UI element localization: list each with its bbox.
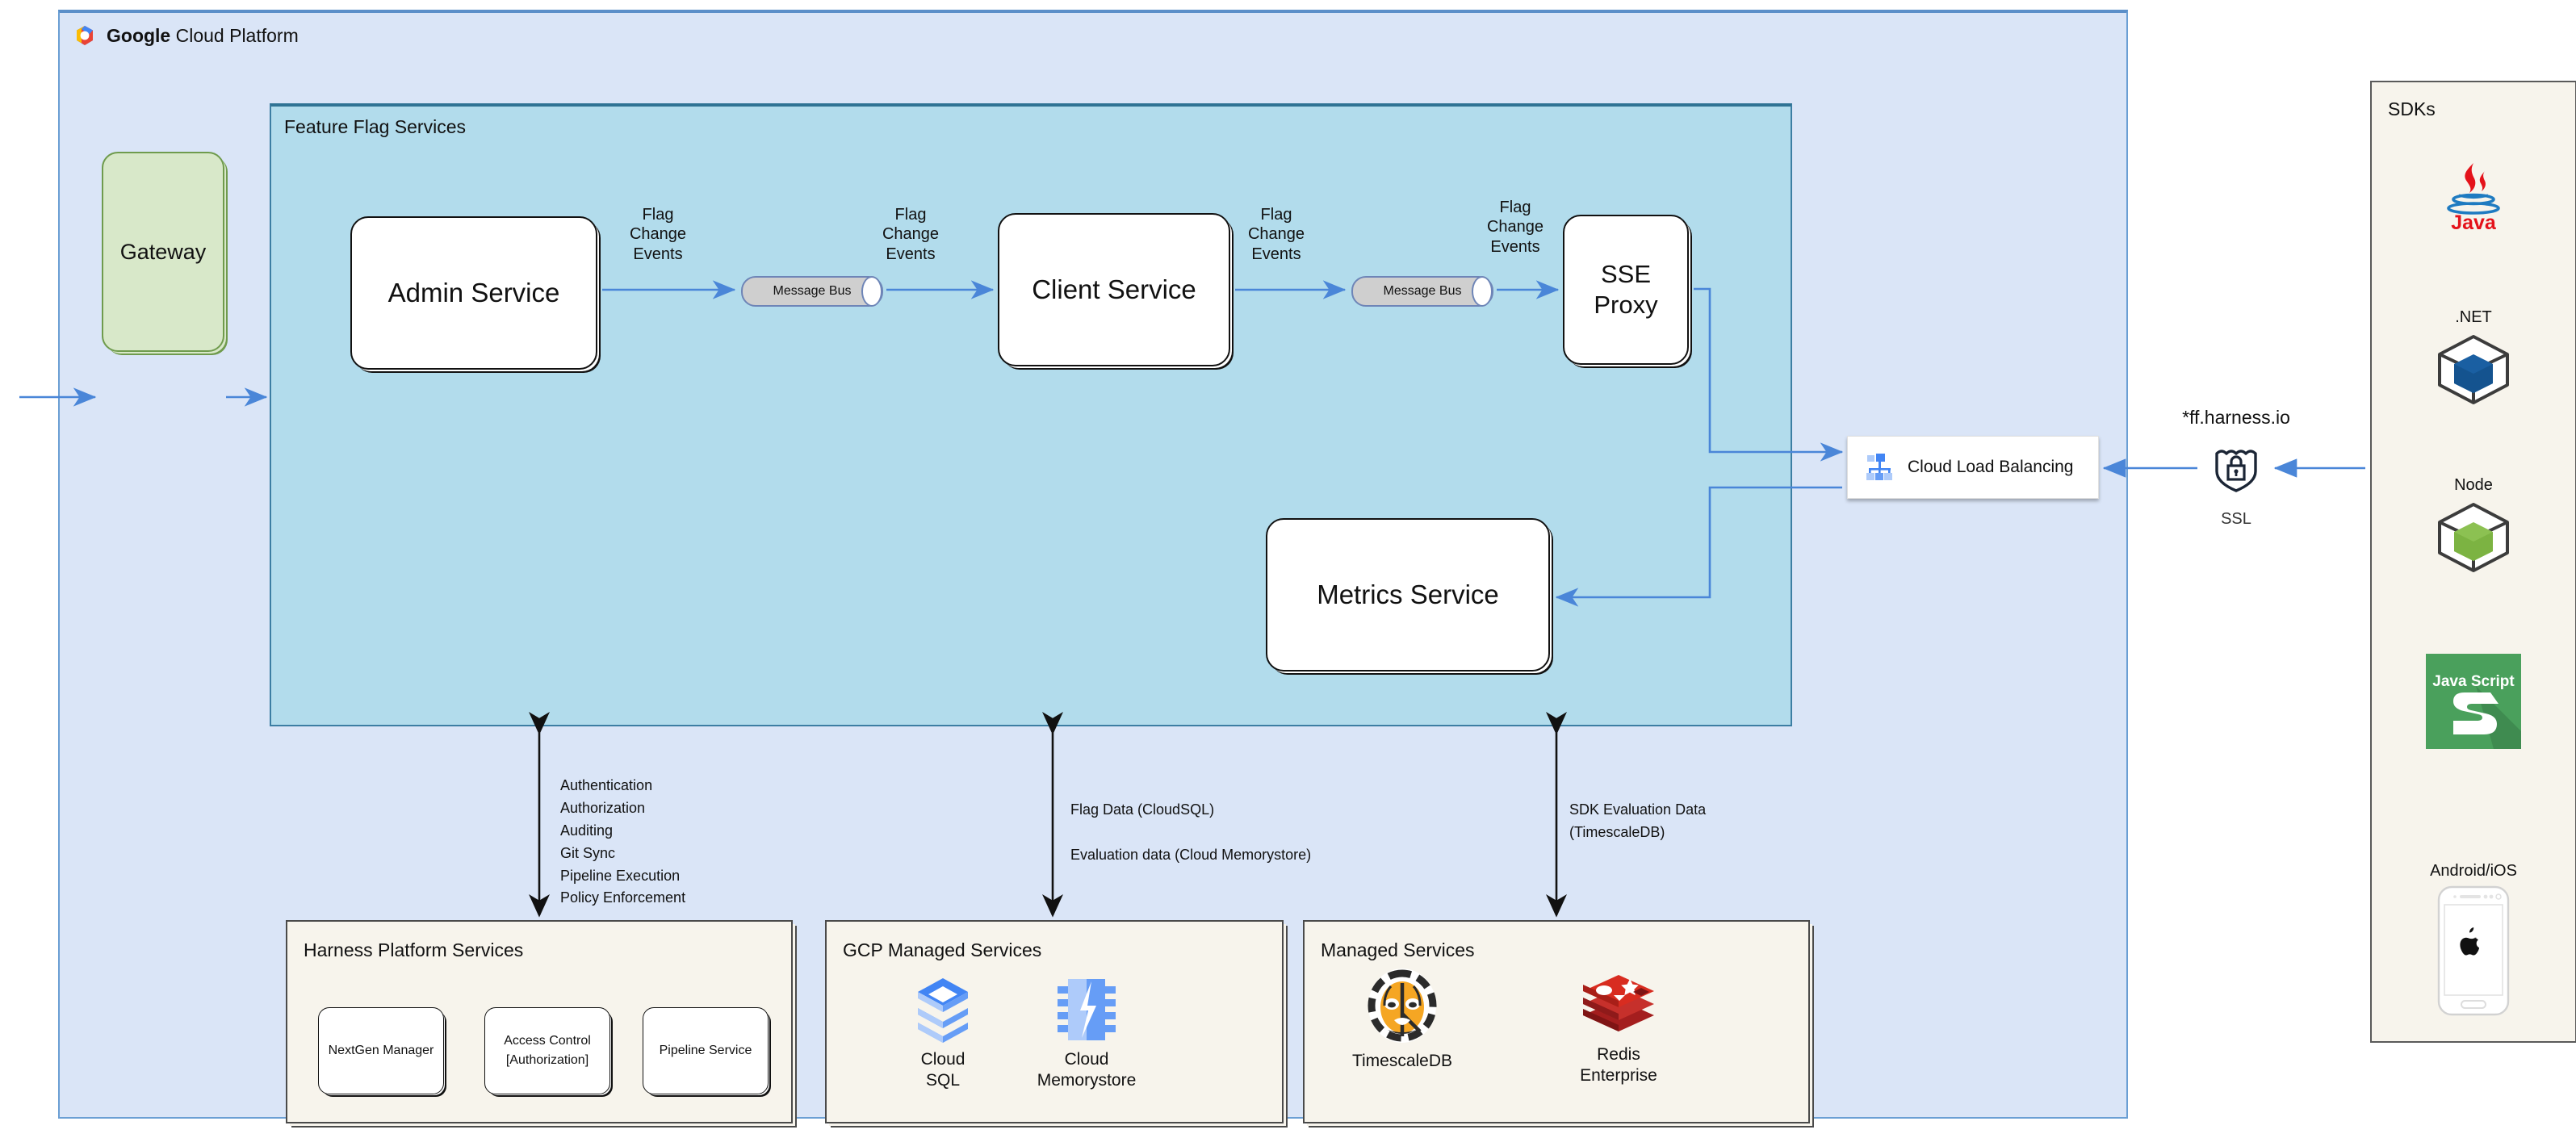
sse-proxy-label: SSE Proxy — [1594, 260, 1658, 319]
gcp-panel-header: Google Cloud Platform — [73, 19, 412, 52]
ssl-label: SSL — [2221, 510, 2251, 528]
timescaledb-tile[interactable]: TimescaleDB — [1334, 967, 1471, 1072]
timescaledb-label: TimescaleDB — [1351, 1052, 1453, 1070]
node-sdk-tile[interactable]: Node — [2370, 476, 2576, 574]
edge-label-client-to-bus2: Flag Change Events — [1247, 206, 1305, 263]
gcp-managed-services-box — [825, 920, 1284, 1123]
ff-domain-label: *ff.harness.io — [2182, 407, 2290, 428]
edge-label-bus2-to-sse: Flag Change Events — [1486, 199, 1544, 256]
metrics-service-label: Metrics Service — [1317, 579, 1499, 609]
admin-service-label: Admin Service — [387, 277, 560, 308]
message-bus-2-label: Message Bus — [1383, 284, 1462, 298]
feature-flag-services-title: Feature Flag Services — [284, 116, 466, 137]
message-bus-1-node[interactable]: Message Bus — [741, 276, 883, 307]
edge-label-admin-to-bus1: Flag Change Events — [629, 206, 687, 263]
javascript-sdk-tile[interactable]: Java Script — [2370, 654, 2576, 757]
cylinder-cap-icon — [1472, 276, 1493, 307]
google-cloud-logo-icon — [77, 26, 93, 45]
svg-text:Java: Java — [2451, 211, 2497, 234]
nextgen-manager-label: NextGen Manager — [328, 1044, 434, 1057]
ssl-shield-lock-icon — [2215, 450, 2257, 492]
cloud-memorystore-label: Cloud Memorystore — [1037, 1050, 1137, 1090]
dotnet-sdk-tile[interactable]: .NET — [2370, 308, 2576, 406]
redis-enterprise-label: Redis Enterprise — [1580, 1045, 1657, 1086]
pipeline-service-node[interactable]: Pipeline Service — [643, 1007, 769, 1094]
cloud-memorystore-icon — [1058, 979, 1116, 1040]
node-cube-icon — [2438, 503, 2509, 572]
message-bus-1-label: Message Bus — [773, 284, 852, 298]
redis-enterprise-tile[interactable]: Redis Enterprise — [1558, 969, 1679, 1087]
managed-services-title: Managed Services — [1321, 939, 1475, 960]
cloud-load-balancing-label: Cloud Load Balancing — [1908, 458, 2074, 476]
gateway-label: Gateway — [119, 239, 207, 264]
harness-platform-annotation: Authentication Authorization Auditing Gi… — [560, 777, 686, 906]
cloud-sql-label: Cloud SQL — [920, 1050, 965, 1090]
gcp-title-brand: Google — [107, 24, 171, 46]
gcp-managed-services-title: GCP Managed Services — [843, 939, 1042, 960]
redis-icon — [1583, 975, 1654, 1031]
dotnet-sdk-label: .NET — [2455, 308, 2492, 326]
node-sdk-label: Node — [2454, 476, 2493, 494]
svg-text:Java Script: Java Script — [2432, 673, 2515, 690]
gcp-title-rest: Cloud Platform — [170, 24, 299, 46]
cloud-load-balancing-node[interactable]: Cloud Load Balancing — [1847, 436, 2099, 499]
gcp-data-annotation: Flag Data (CloudSQL) Evaluation data (Cl… — [1070, 801, 1312, 863]
nextgen-manager-node[interactable]: NextGen Manager — [318, 1007, 444, 1094]
sdks-title: SDKs — [2388, 98, 2436, 119]
java-logo-icon: Java — [2447, 163, 2500, 234]
cloud-memorystore-tile[interactable]: Cloud Memorystore — [1030, 975, 1143, 1092]
timescaledb-tiger-icon — [1368, 969, 1437, 1043]
message-bus-2-node[interactable]: Message Bus — [1351, 276, 1493, 307]
cloud-sql-tile[interactable]: Cloud SQL — [896, 975, 990, 1092]
client-service-node[interactable]: Client Service — [998, 213, 1230, 366]
mobile-sdk-label: Android/iOS — [2430, 862, 2517, 880]
cylinder-cap-icon — [861, 276, 882, 307]
edge-label-bus1-to-client: Flag Change Events — [882, 206, 940, 263]
access-control-label: Access Control [Authorization] — [504, 1034, 591, 1067]
javascript-logo-icon: Java Script — [2426, 654, 2521, 749]
dotnet-cube-icon — [2438, 335, 2509, 404]
java-sdk-tile[interactable]: Java — [2370, 158, 2576, 241]
access-control-node[interactable]: Access Control [Authorization] — [484, 1007, 610, 1094]
mobile-sdk-tile[interactable]: Android/iOS — [2370, 862, 2576, 1016]
metrics-service-node[interactable]: Metrics Service — [1266, 518, 1550, 672]
phone-apple-icon — [2437, 885, 2510, 1016]
pipeline-service-label: Pipeline Service — [659, 1044, 752, 1057]
harness-platform-services-title: Harness Platform Services — [304, 939, 524, 960]
client-service-label: Client Service — [1032, 274, 1196, 304]
cloud-sql-icon — [918, 978, 968, 1043]
managed-services-annotation: SDK Evaluation Data (TimescaleDB) — [1569, 801, 1707, 840]
gateway-node[interactable]: Gateway — [102, 152, 224, 352]
feature-flag-services-panel — [270, 103, 1792, 726]
admin-service-node[interactable]: Admin Service — [350, 216, 597, 370]
cloud-load-balancing-icon — [1866, 454, 1892, 480]
gcp-panel-title: Google Cloud Platform — [107, 25, 299, 47]
sse-proxy-node[interactable]: SSE Proxy — [1563, 215, 1689, 365]
